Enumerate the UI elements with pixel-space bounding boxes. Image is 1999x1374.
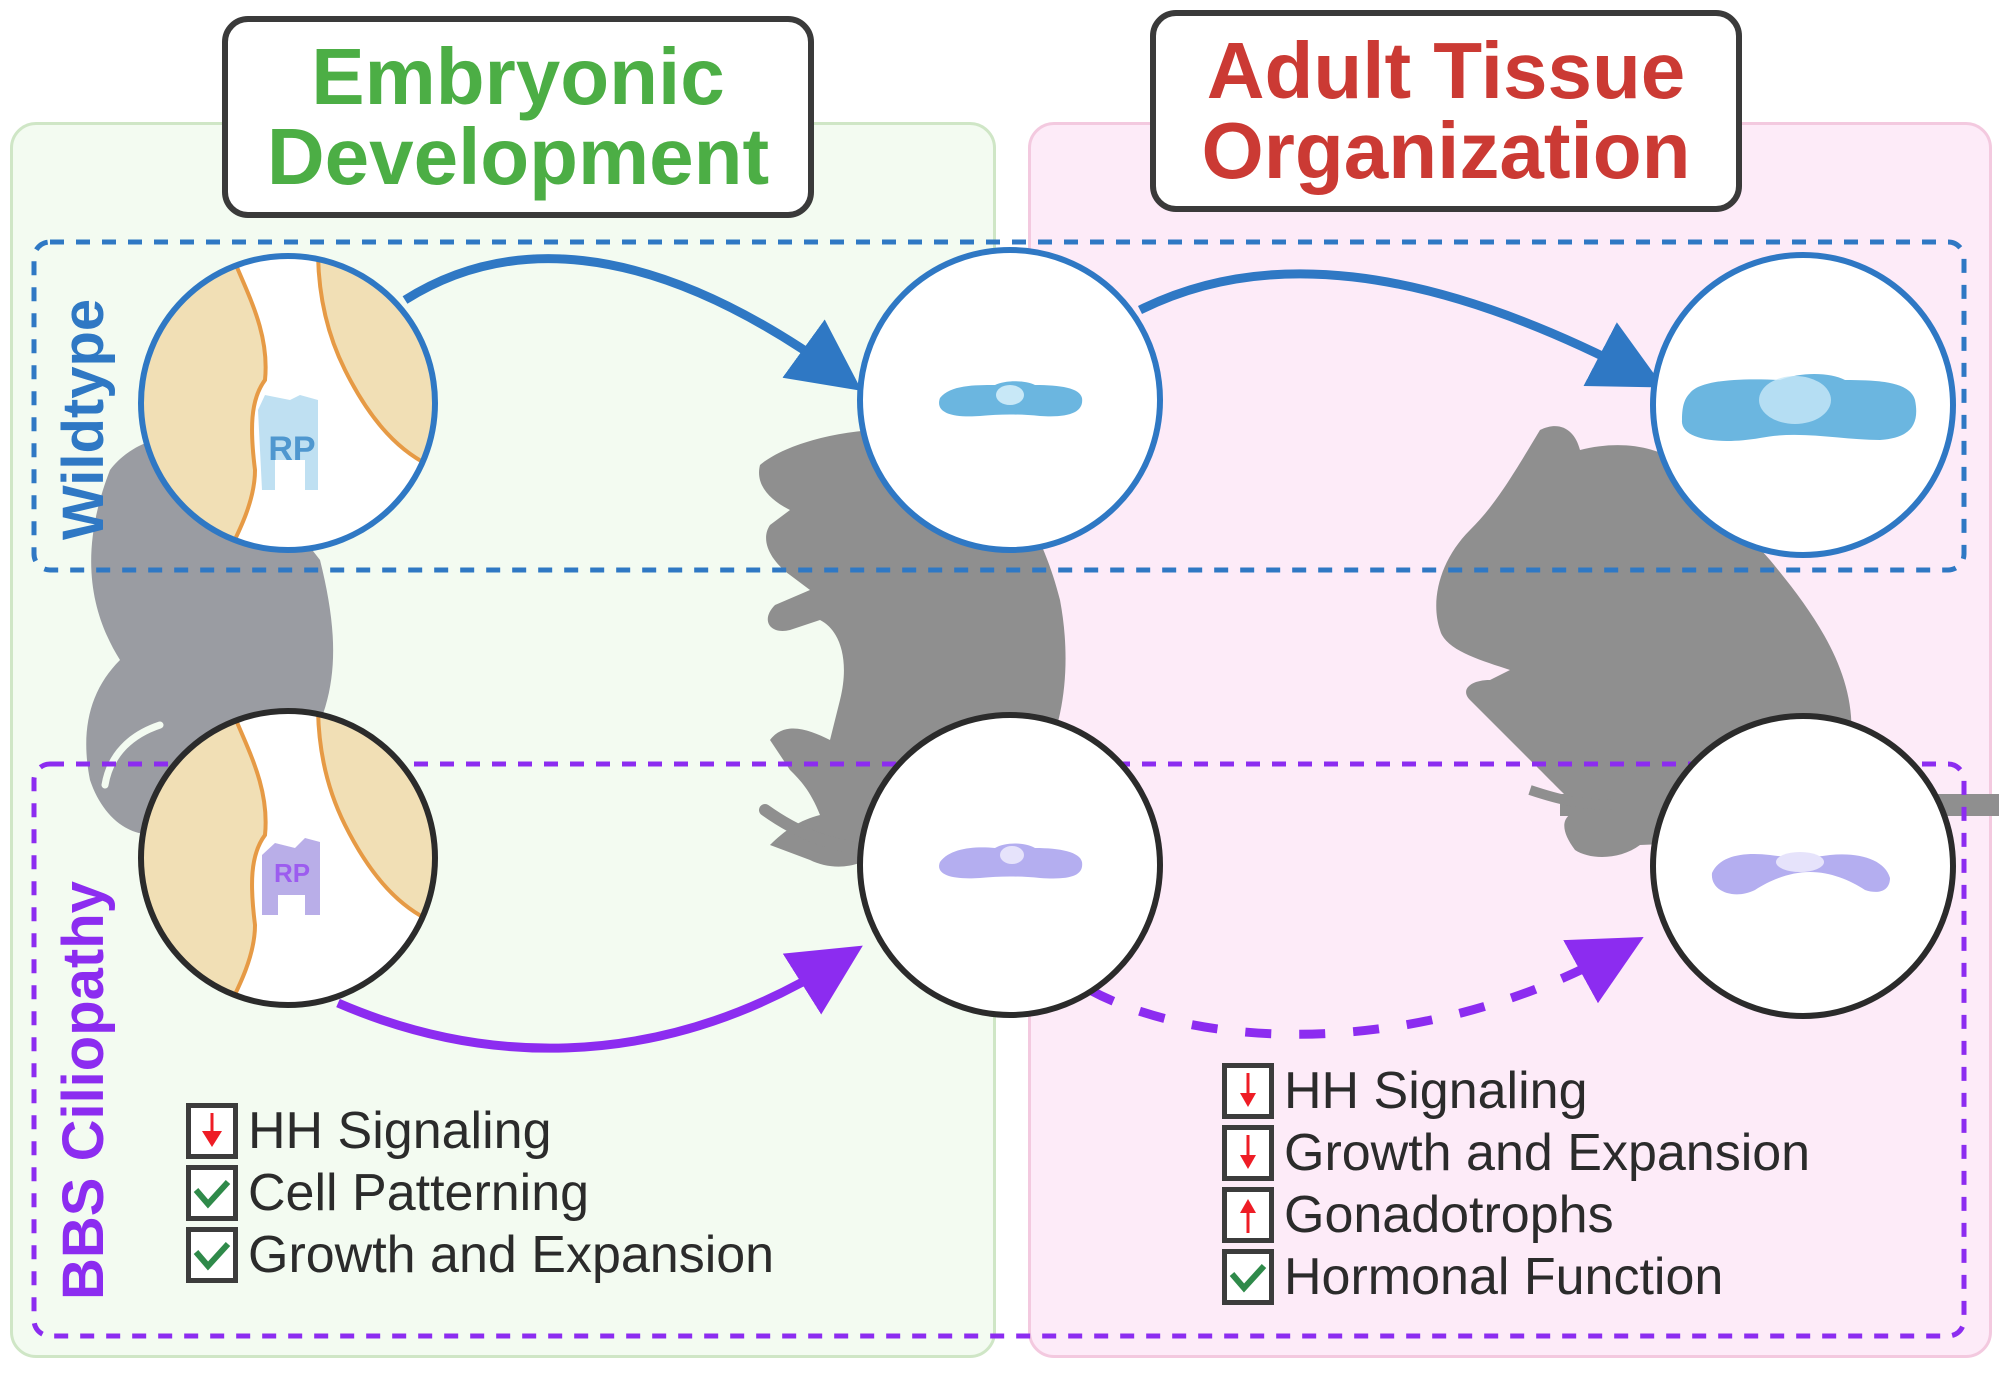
adult-tissue-organization-title: Adult Tissue Organization — [1150, 10, 1742, 212]
wt-juvenile-pituitary-circle — [857, 247, 1163, 553]
legend-label: Hormonal Function — [1284, 1248, 1724, 1306]
legend-item: Cell Patterning — [186, 1162, 774, 1224]
embryonic-development-title: Embryonic Development — [222, 16, 814, 218]
arrow-up-icon — [1222, 1187, 1274, 1243]
wt-embryo-tissue-circle: RP — [138, 253, 438, 553]
wt-adult-pituitary-circle — [1650, 252, 1956, 558]
legend-label: HH Signaling — [1284, 1062, 1588, 1120]
bbs-ciliopathy-row-label: BBS Ciliopathy — [51, 881, 116, 1300]
legend-item: HH Signaling — [186, 1100, 774, 1162]
arrow-down-icon — [186, 1103, 238, 1159]
title-line-1: Adult Tissue — [1206, 26, 1686, 115]
checkmark-icon — [1222, 1249, 1274, 1305]
legend-item: HH Signaling — [1222, 1060, 1810, 1122]
legend-label: Gonadotrophs — [1284, 1186, 1614, 1244]
title-line-2: Development — [266, 112, 770, 201]
legend-item: Growth and Expansion — [186, 1224, 774, 1286]
bbs-arrow-2-dashed — [1087, 937, 1644, 1039]
legend-label: Growth and Expansion — [248, 1226, 775, 1284]
rp-label-bbs: RP — [274, 858, 310, 888]
title-line-1: Embryonic — [311, 32, 725, 121]
arrow-down-icon — [1222, 1125, 1274, 1181]
bbs-adult-pituitary-circle — [1650, 713, 1956, 1019]
adult-legend: HH Signaling Growth and Expansion Gonado… — [1222, 1060, 1810, 1308]
legend-item: Hormonal Function — [1222, 1246, 1810, 1308]
legend-label: Growth and Expansion — [1284, 1124, 1811, 1182]
legend-item: Gonadotrophs — [1222, 1184, 1810, 1246]
wt-arrow-1 — [402, 254, 862, 391]
legend-label: Cell Patterning — [248, 1164, 590, 1222]
legend-label: HH Signaling — [248, 1102, 552, 1160]
checkmark-icon — [186, 1165, 238, 1221]
bbs-embryo-tissue-circle: RP — [138, 708, 438, 1008]
title-line-2: Organization — [1201, 106, 1691, 195]
embryonic-legend: HH Signaling Cell Patterning Growth and … — [186, 1100, 774, 1286]
wildtype-row-label: Wildtype — [51, 298, 116, 540]
wildtype-row-box — [31, 239, 1967, 573]
arrow-down-icon — [1222, 1063, 1274, 1119]
rp-label-wt: RP — [268, 430, 315, 468]
checkmark-icon — [186, 1227, 238, 1283]
legend-item: Growth and Expansion — [1222, 1122, 1810, 1184]
bbs-arrow-1 — [336, 945, 863, 1053]
bbs-juvenile-pituitary-circle — [857, 712, 1163, 1018]
wt-arrow-2 — [1137, 269, 1664, 388]
